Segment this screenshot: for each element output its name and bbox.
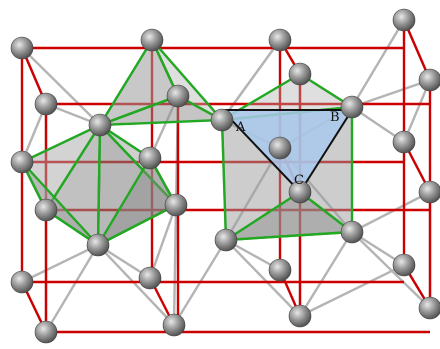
- polyhedron-face: [221, 190, 356, 242]
- atom-sphere: [34, 320, 58, 344]
- atom-sphere: [88, 113, 112, 137]
- atom-sphere: [418, 296, 440, 320]
- atom-sphere: [10, 36, 34, 60]
- atom-sphere: [140, 28, 164, 52]
- atom-sphere: [86, 233, 110, 257]
- atom-layer: [10, 8, 440, 344]
- atom-sphere: [10, 150, 34, 174]
- atom-sphere: [214, 228, 238, 252]
- atom-sphere: [392, 8, 416, 32]
- atom-sphere: [210, 108, 234, 132]
- atom-sphere: [162, 313, 186, 337]
- tetrahedron-face: [99, 94, 227, 127]
- atom-sphere: [392, 130, 416, 154]
- atom-sphere: [418, 68, 440, 92]
- atom-sphere: [268, 28, 292, 52]
- atom-sphere: [166, 84, 190, 108]
- atom-sphere: [164, 193, 188, 217]
- atom-sphere: [288, 304, 312, 328]
- atom-sphere: [138, 266, 162, 290]
- atom-sphere: [268, 258, 292, 282]
- atom-sphere: [340, 220, 364, 244]
- octahedron-face: [94, 155, 178, 248]
- vertex-label-c: C: [294, 173, 304, 188]
- coordination-polyhedra: [20, 37, 356, 248]
- atom-sphere: [138, 146, 162, 170]
- vertex-label-b: B: [330, 110, 340, 125]
- octahedron-face: [20, 161, 99, 246]
- vertex-label-a: A: [235, 120, 246, 135]
- atom-sphere: [340, 95, 364, 119]
- atom-sphere: [392, 253, 416, 277]
- atom-sphere: [10, 270, 34, 294]
- atom-sphere: [34, 198, 58, 222]
- atom-sphere: [288, 180, 312, 204]
- atom-sphere: [268, 136, 292, 160]
- atom-sphere: [418, 180, 440, 204]
- atom-sphere: [34, 92, 58, 116]
- atom-sphere: [288, 62, 312, 86]
